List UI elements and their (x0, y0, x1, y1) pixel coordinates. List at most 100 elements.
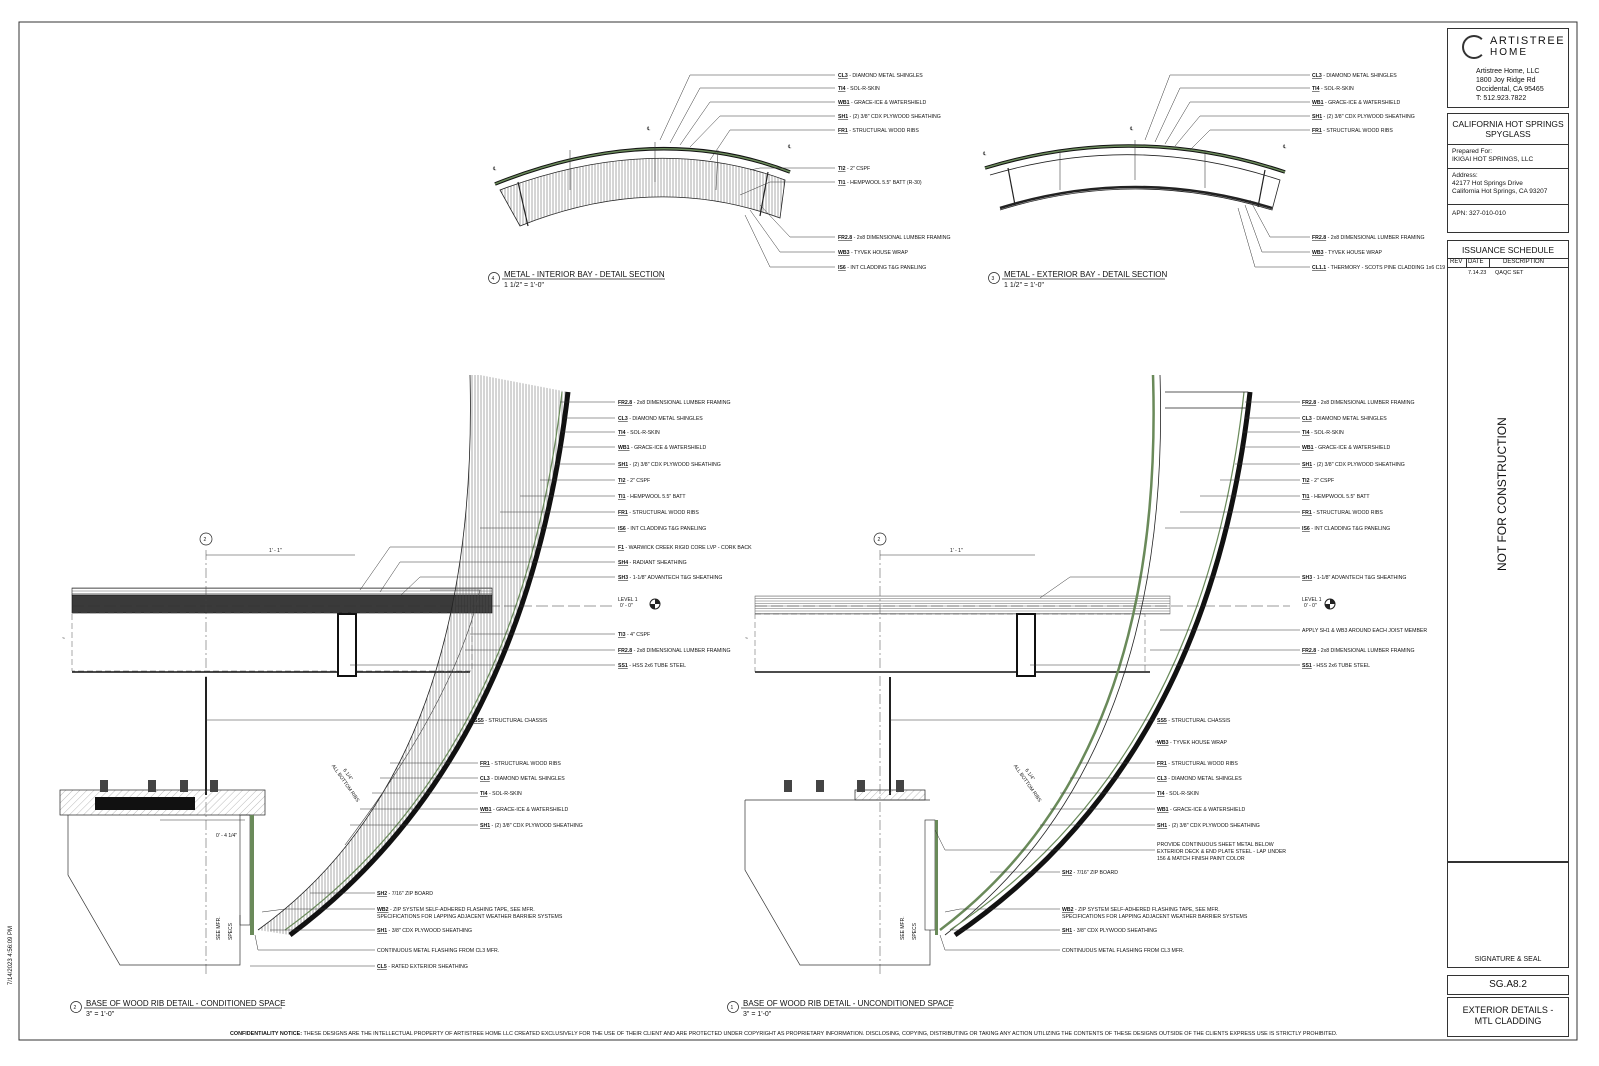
apn: APN: 327-010-010 (1452, 210, 1506, 217)
svg-text:CL3 - DIAMOND METAL SHINGLES: CL3 - DIAMOND METAL SHINGLES (480, 776, 565, 782)
svg-text:FR2.8 - 2x8 DIMENSIONAL LUMBER: FR2.8 - 2x8 DIMENSIONAL LUMBER FRAMING (618, 648, 731, 654)
svg-text:WB1 - GRACE-ICE & WATERSHIELD: WB1 - GRACE-ICE & WATERSHIELD (1157, 807, 1245, 813)
svg-text:1 1/2" = 1'-0": 1 1/2" = 1'-0" (504, 282, 544, 289)
svg-text:1' - 1": 1' - 1" (269, 548, 282, 554)
svg-text:METAL - INTERIOR BAY - DETAIL: METAL - INTERIOR BAY - DETAIL SECTION (504, 270, 665, 279)
detail-2-title: 2 BASE OF WOOD RIB DETAIL - CONDITIONED … (70, 999, 285, 1018)
detail-4-drawing: ℄℄℄ (492, 74, 835, 268)
svg-text:FR2.8 - 2x8 DIMENSIONAL LUMBER: FR2.8 - 2x8 DIMENSIONAL LUMBER FRAMING (618, 400, 731, 406)
svg-text:SS5 - STRUCTURAL CHASSIS: SS5 - STRUCTURAL CHASSIS (474, 718, 548, 724)
svg-text:℄: ℄ (787, 144, 792, 150)
svg-text:TI2 - 2" CSPF: TI2 - 2" CSPF (838, 166, 870, 172)
svg-text:3" = 1'-0": 3" = 1'-0" (743, 1011, 772, 1018)
issuance-header-desc: DESCRIPTION (1503, 259, 1545, 265)
sheet-number-block: SG.A8.2 (1447, 975, 1569, 995)
svg-text:WB3 - TYVEK HOUSE WRAP: WB3 - TYVEK HOUSE WRAP (1157, 740, 1227, 746)
svg-text:IS6 - INT CLADDING T&G PANELIN: IS6 - INT CLADDING T&G PANELING (618, 526, 706, 532)
svg-text:TI4 - SOL-R-SKIN: TI4 - SOL-R-SKIN (1302, 430, 1344, 436)
svg-text:2: 2 (74, 1005, 77, 1011)
svg-text:TI3 - 4" CSPF: TI3 - 4" CSPF (618, 632, 650, 638)
svg-text:3: 3 (992, 276, 995, 282)
svg-text:WB1 - GRACE-ICE & WATERSHIELD: WB1 - GRACE-ICE & WATERSHIELD (618, 445, 706, 451)
svg-text:TI4 - SOL-R-SKIN: TI4 - SOL-R-SKIN (480, 791, 522, 797)
svg-text:℄: ℄ (982, 151, 987, 157)
issuance-title: ISSUANCE SCHEDULE (1461, 245, 1555, 255)
signature-block: SIGNATURE & SEAL (1447, 862, 1569, 968)
svg-text:WB2 - ZIP SYSTEM SELF-ADHERED: WB2 - ZIP SYSTEM SELF-ADHERED FLASHING T… (1062, 907, 1220, 913)
detail-1-title: 1 BASE OF WOOD RIB DETAIL - UNCONDITIONE… (727, 999, 954, 1018)
svg-text:FR1 - STRUCTURAL WOOD RIBS: FR1 - STRUCTURAL WOOD RIBS (1157, 761, 1238, 767)
svg-text:SPECS: SPECS (228, 922, 234, 940)
svg-text:METAL - EXTERIOR BAY - DETAIL: METAL - EXTERIOR BAY - DETAIL SECTION (1004, 270, 1168, 279)
svg-text:4: 4 (492, 276, 495, 282)
svg-text:TI2 - 2" CSPF: TI2 - 2" CSPF (618, 478, 650, 484)
svg-text:FR2.8 - 2x8 DIMENSIONAL LUMBER: FR2.8 - 2x8 DIMENSIONAL LUMBER FRAMING (838, 235, 951, 241)
sheet-title: EXTERIOR DETAILS -MTL CLADDING (1462, 1005, 1554, 1026)
svg-text:WB2 - ZIP SYSTEM SELF-ADHERED: WB2 - ZIP SYSTEM SELF-ADHERED FLASHING T… (377, 907, 535, 913)
svg-text:CL3 - DIAMOND METAL SHINGLES: CL3 - DIAMOND METAL SHINGLES (1312, 73, 1397, 79)
svg-text:SEE MFR.: SEE MFR. (900, 916, 906, 940)
svg-text:TI1 - HEMPWOOL 5.5" BATT: TI1 - HEMPWOOL 5.5" BATT (1302, 494, 1370, 500)
svg-text:SS1 - HSS 2x6 TUBE STEEL: SS1 - HSS 2x6 TUBE STEEL (618, 663, 686, 669)
svg-text:2: 2 (878, 537, 881, 543)
svg-text:BASE OF WOOD RIB DETAIL - COND: BASE OF WOOD RIB DETAIL - CONDITIONED SP… (86, 999, 285, 1008)
svg-text:EXTERIOR DECK & END PLATE STEE: EXTERIOR DECK & END PLATE STEEL - LAP UN… (1157, 849, 1286, 855)
svg-text:TI4 - SOL-R-SKIN: TI4 - SOL-R-SKIN (1157, 791, 1199, 797)
issuance-block: ISSUANCE SCHEDULE REV DATE DESCRIPTION 7… (1447, 240, 1569, 862)
svg-text:FR1 - STRUCTURAL WOOD RIBS: FR1 - STRUCTURAL WOOD RIBS (1312, 128, 1393, 134)
svg-text:FR1 - STRUCTURAL WOOD RIBS: FR1 - STRUCTURAL WOOD RIBS (1302, 510, 1383, 516)
svg-text:LEVEL 1: LEVEL 1 (1302, 597, 1322, 603)
svg-text:SH2 - 7/16" ZIP BOARD: SH2 - 7/16" ZIP BOARD (377, 891, 433, 897)
svg-text:WB1 - GRACE-ICE & WATERSHIELD: WB1 - GRACE-ICE & WATERSHIELD (1302, 445, 1390, 451)
svg-text:CL1.1 - THERMORY - SCOTS PINE: CL1.1 - THERMORY - SCOTS PINE CLADDING 1… (1312, 265, 1445, 271)
svg-text:SH3 - 1-1/8" ADVANTECH T&G SHE: SH3 - 1-1/8" ADVANTECH T&G SHEATHING (618, 575, 722, 581)
svg-text:SH1 - 3/8" CDX PLYWOOD SHEATHI: SH1 - 3/8" CDX PLYWOOD SHEATHING (377, 928, 472, 934)
svg-text:SS5 - STRUCTURAL CHASSIS: SS5 - STRUCTURAL CHASSIS (1157, 718, 1231, 724)
svg-text:FR2.8 - 2x8 DIMENSIONAL LUMBER: FR2.8 - 2x8 DIMENSIONAL LUMBER FRAMING (1312, 235, 1425, 241)
svg-text:3" = 1'-0": 3" = 1'-0" (86, 1011, 115, 1018)
svg-text:APPLY SH1 & WB3 AROUND EACH JO: APPLY SH1 & WB3 AROUND EACH JOIST MEMBER (1302, 628, 1427, 634)
svg-text:SS1 - HSS 2x6 TUBE STEEL: SS1 - HSS 2x6 TUBE STEEL (1302, 663, 1370, 669)
svg-text:CONTINUOUS METAL FLASHING FROM: CONTINUOUS METAL FLASHING FROM CL3 MFR. (377, 948, 499, 954)
svg-text:~: ~ (745, 636, 748, 642)
svg-text:CL3 - DIAMOND METAL SHINGLES: CL3 - DIAMOND METAL SHINGLES (1157, 776, 1242, 782)
svg-text:TI4 - SOL-R-SKIN: TI4 - SOL-R-SKIN (1312, 86, 1354, 92)
svg-text:156 & MATCH FINISH PAINT COLOR: 156 & MATCH FINISH PAINT COLOR (1157, 856, 1245, 862)
svg-text:FR1 - STRUCTURAL WOOD RIBS: FR1 - STRUCTURAL WOOD RIBS (480, 761, 561, 767)
logo-sub: HOME (1490, 47, 1528, 58)
svg-text:SH1 - (2) 3/8" CDX PLYWOOD SHE: SH1 - (2) 3/8" CDX PLYWOOD SHEATHING (1302, 462, 1405, 468)
svg-text:FR2.8 - 2x8 DIMENSIONAL LUMBER: FR2.8 - 2x8 DIMENSIONAL LUMBER FRAMING (1302, 648, 1415, 654)
svg-text:CL3 - DIAMOND METAL SHINGLES: CL3 - DIAMOND METAL SHINGLES (618, 416, 703, 422)
svg-text:2: 2 (204, 537, 207, 543)
svg-text:SPECIFICATIONS FOR LAPPING ADJ: SPECIFICATIONS FOR LAPPING ADJACENT WEAT… (377, 914, 563, 920)
detail-4-callouts: CL3 - DIAMOND METAL SHINGLES TI4 - SOL-R… (838, 73, 951, 271)
artistree-logo-icon (1462, 35, 1486, 59)
issuance-header-rev: REV (1450, 259, 1463, 265)
svg-text:TI2 - 2" CSPF: TI2 - 2" CSPF (1302, 478, 1334, 484)
svg-text:SH2 - 7/16" ZIP BOARD: SH2 - 7/16" ZIP BOARD (1062, 870, 1118, 876)
svg-text:1 1/2" = 1'-0": 1 1/2" = 1'-0" (1004, 282, 1044, 289)
svg-text:0' - 4 1/4": 0' - 4 1/4" (216, 833, 237, 839)
detail-3-drawing: ℄℄℄ (982, 74, 1310, 268)
signature-label: SIGNATURE & SEAL (1474, 956, 1542, 963)
svg-text:FR1 - STRUCTURAL WOOD RIBS: FR1 - STRUCTURAL WOOD RIBS (618, 510, 699, 516)
sheet-title-block: EXTERIOR DETAILS -MTL CLADDING (1447, 997, 1569, 1037)
svg-text:SH4 - RADIANT SHEATHING: SH4 - RADIANT SHEATHING (618, 560, 687, 566)
svg-text:CL3 - DIAMOND METAL SHINGLES: CL3 - DIAMOND METAL SHINGLES (1302, 416, 1387, 422)
issuance-row-date: 7.14.23 (1468, 270, 1487, 276)
svg-text:CONTINUOUS METAL FLASHING FROM: CONTINUOUS METAL FLASHING FROM CL3 MFR. (1062, 948, 1184, 954)
detail-4-title: 4 METAL - INTERIOR BAY - DETAIL SECTION … (488, 270, 665, 289)
svg-text:IS6 - INT CLADDING T&G PANELIN: IS6 - INT CLADDING T&G PANELING (1302, 526, 1390, 532)
detail-3-title: 3 METAL - EXTERIOR BAY - DETAIL SECTION … (988, 270, 1168, 289)
svg-text:TI4 - SOL-R-SKIN: TI4 - SOL-R-SKIN (618, 430, 660, 436)
svg-text:SH1 - (2) 3/8" CDX PLYWOOD SHE: SH1 - (2) 3/8" CDX PLYWOOD SHEATHING (480, 823, 583, 829)
svg-text:TI4 - SOL-R-SKIN: TI4 - SOL-R-SKIN (838, 86, 880, 92)
svg-text:CL3 - DIAMOND METAL SHINGLES: CL3 - DIAMOND METAL SHINGLES (838, 73, 923, 79)
plot-timestamp: 7/14/2023 4:56:09 PM (8, 925, 14, 985)
svg-text:0' - 0": 0' - 0" (620, 603, 633, 609)
logo-text: ARTISTREE (1490, 35, 1566, 47)
svg-text:SH3 - 1-1/8" ADVANTECH T&G SHE: SH3 - 1-1/8" ADVANTECH T&G SHEATHING (1302, 575, 1406, 581)
